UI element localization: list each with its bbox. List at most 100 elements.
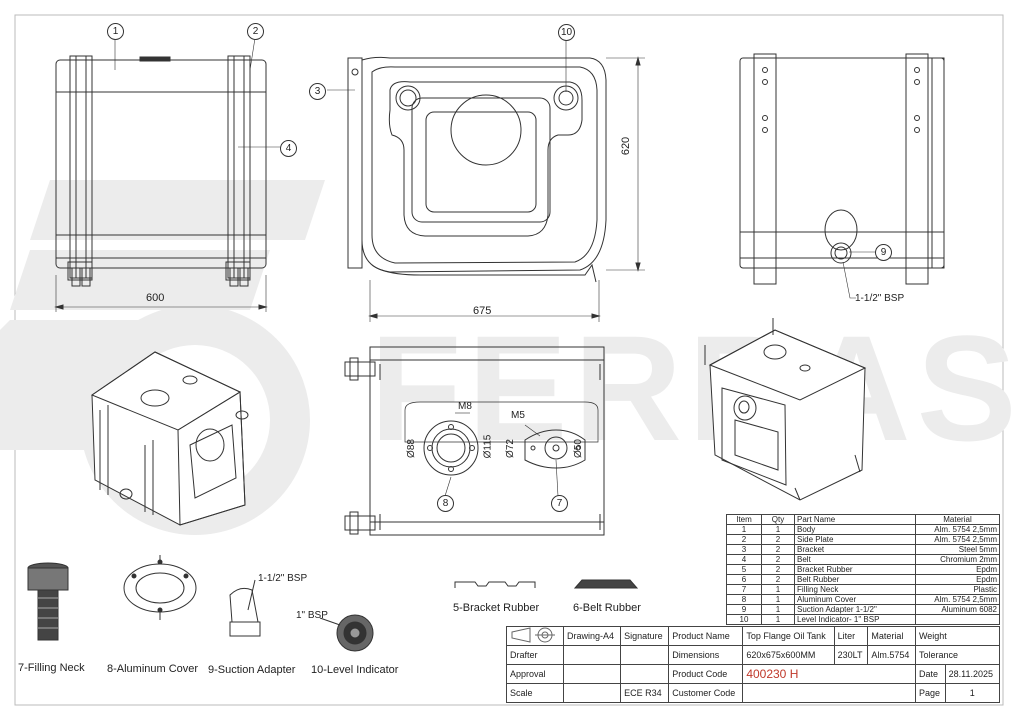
balloon-2: 2 bbox=[247, 23, 264, 40]
part-qty: 2 bbox=[761, 564, 795, 575]
part-name: Bracket bbox=[794, 544, 916, 555]
suction-adapter-detail bbox=[229, 579, 261, 637]
dim-bsp-outlet: 1-1/2" BSP bbox=[855, 293, 905, 304]
part-material: Epdm bbox=[915, 564, 1000, 575]
part-qty: 1 bbox=[761, 614, 795, 625]
tb-dimensions: 620x675x600MM bbox=[742, 645, 835, 665]
part-qty: 1 bbox=[761, 584, 795, 595]
part-name: Filling Neck bbox=[794, 584, 916, 595]
tb-liter-label: Liter bbox=[833, 626, 869, 646]
caption-aluminum-cover: 8-Aluminum Cover bbox=[107, 663, 199, 675]
part-item: 1 bbox=[726, 524, 762, 535]
part-qty: 2 bbox=[761, 574, 795, 585]
balloon-8: 8 bbox=[437, 495, 454, 512]
part-item: 10 bbox=[726, 614, 762, 625]
part-name: Body bbox=[794, 524, 916, 535]
tb-signature: Signature bbox=[620, 626, 670, 646]
caption-suction-adapter: 9-Suction Adapter bbox=[208, 664, 296, 676]
caption-bracket-rubber: 5-Bracket Rubber bbox=[453, 602, 540, 614]
dim-d72: Ø72 bbox=[504, 439, 516, 458]
iso-view-right bbox=[704, 318, 867, 501]
dim-d50: Ø50 bbox=[572, 439, 584, 458]
tb-customer-code: Customer Code bbox=[668, 683, 744, 703]
part-item: 9 bbox=[726, 604, 762, 615]
part-material: Epdm bbox=[915, 574, 1000, 585]
level-indicator-detail bbox=[319, 614, 374, 652]
part-name: Level Indicator- 1" BSP bbox=[794, 614, 916, 625]
aluminum-cover-detail bbox=[123, 555, 197, 620]
tb-dimensions-label: Dimensions bbox=[668, 645, 744, 665]
dim-height: 620 bbox=[620, 136, 633, 156]
title-block: Drawing-A4 Signature Product Name Top Fl… bbox=[506, 626, 1001, 703]
part-material: Aluminum 6082 bbox=[915, 604, 1000, 615]
tb-product-code-label: Product Code bbox=[668, 664, 744, 684]
part-material: Plastic bbox=[915, 584, 1000, 595]
tb-product-name-label: Product Name bbox=[668, 626, 744, 646]
header-material: Material bbox=[915, 514, 1000, 525]
dim-d115: Ø115 bbox=[482, 434, 494, 459]
rear-view bbox=[739, 53, 945, 299]
tb-projection bbox=[506, 626, 564, 646]
tb-drafter: Drafter bbox=[506, 645, 564, 665]
part-material: Alm. 5754 2,5mm bbox=[915, 524, 1000, 535]
part-qty: 1 bbox=[761, 604, 795, 615]
dim-length: 675 bbox=[473, 305, 492, 317]
balloon-10: 10 bbox=[558, 24, 575, 41]
part-material bbox=[915, 614, 1000, 625]
part-name: Side Plate bbox=[794, 534, 916, 545]
watermark-text: FERRAS bbox=[370, 304, 1018, 472]
part-item: 6 bbox=[726, 574, 762, 585]
tb-material: Alm.5754 bbox=[867, 645, 916, 665]
part-qty: 2 bbox=[761, 544, 795, 555]
tb-liter: 230LT bbox=[833, 645, 869, 665]
part-item: 8 bbox=[726, 594, 762, 605]
tb-product-code: 400230 H bbox=[742, 664, 916, 684]
header-qty: Qty bbox=[761, 514, 795, 525]
top-view bbox=[344, 346, 605, 536]
part-name: Belt Rubber bbox=[794, 574, 916, 585]
caption-filling-neck: 7-Filling Neck bbox=[18, 662, 85, 674]
part-qty: 2 bbox=[761, 554, 795, 565]
tb-standard: ECE R34 bbox=[620, 683, 670, 703]
dim-m5: M5 bbox=[511, 410, 525, 421]
part-material: Steel 5mm bbox=[915, 544, 1000, 555]
tb-material-label: Material bbox=[867, 626, 916, 646]
tb-date-label: Date bbox=[914, 664, 946, 684]
part-material: Chromium 2mm bbox=[915, 554, 1000, 565]
part-qty: 1 bbox=[761, 594, 795, 605]
part-item: 7 bbox=[726, 584, 762, 595]
part-qty: 1 bbox=[761, 524, 795, 535]
side-view bbox=[327, 40, 645, 322]
balloon-1: 1 bbox=[107, 23, 124, 40]
part-material: Alm. 5754 2,5mm bbox=[915, 534, 1000, 545]
tb-product-name: Top Flange Oil Tank bbox=[742, 626, 835, 646]
tb-page-label: Page bbox=[914, 683, 946, 703]
tb-drawing: Drawing-A4 bbox=[562, 626, 622, 646]
dim-d88: Ø88 bbox=[405, 439, 417, 458]
filling-neck-detail bbox=[27, 562, 69, 641]
header-item: Item bbox=[726, 514, 762, 525]
caption-suction-bsp: 1-1/2" BSP bbox=[258, 573, 308, 584]
tb-date: 28.11.2025 bbox=[944, 664, 1001, 684]
part-item: 3 bbox=[726, 544, 762, 555]
caption-level-indicator: 10-Level Indicator bbox=[311, 664, 399, 676]
caption-belt-rubber: 6-Belt Rubber bbox=[573, 602, 641, 614]
dim-width: 600 bbox=[146, 292, 165, 304]
part-name: Suction Adapter 1-1/2" bbox=[794, 604, 916, 615]
bracket-rubber-detail bbox=[454, 581, 536, 588]
iso-view-left bbox=[90, 351, 249, 526]
part-name: Belt bbox=[794, 554, 916, 565]
belt-rubber-detail bbox=[573, 579, 639, 589]
part-item: 2 bbox=[726, 534, 762, 545]
part-item: 4 bbox=[726, 554, 762, 565]
